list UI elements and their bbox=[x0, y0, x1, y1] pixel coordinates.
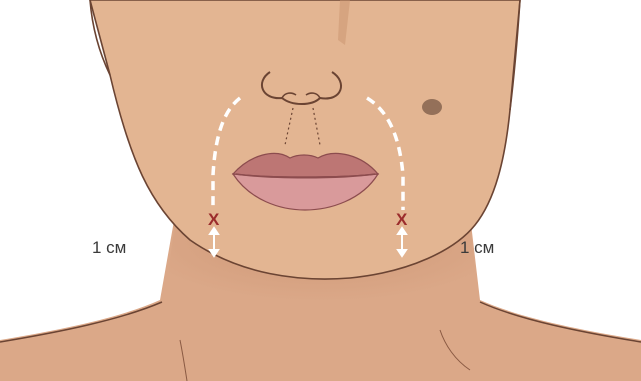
mole bbox=[422, 99, 442, 115]
mark-x-right: X bbox=[396, 210, 408, 229]
distance-label-left: 1 см bbox=[92, 238, 126, 258]
mark-x-left: X bbox=[208, 210, 220, 229]
distance-label-right: 1 см bbox=[460, 238, 494, 258]
face bbox=[90, 0, 520, 279]
